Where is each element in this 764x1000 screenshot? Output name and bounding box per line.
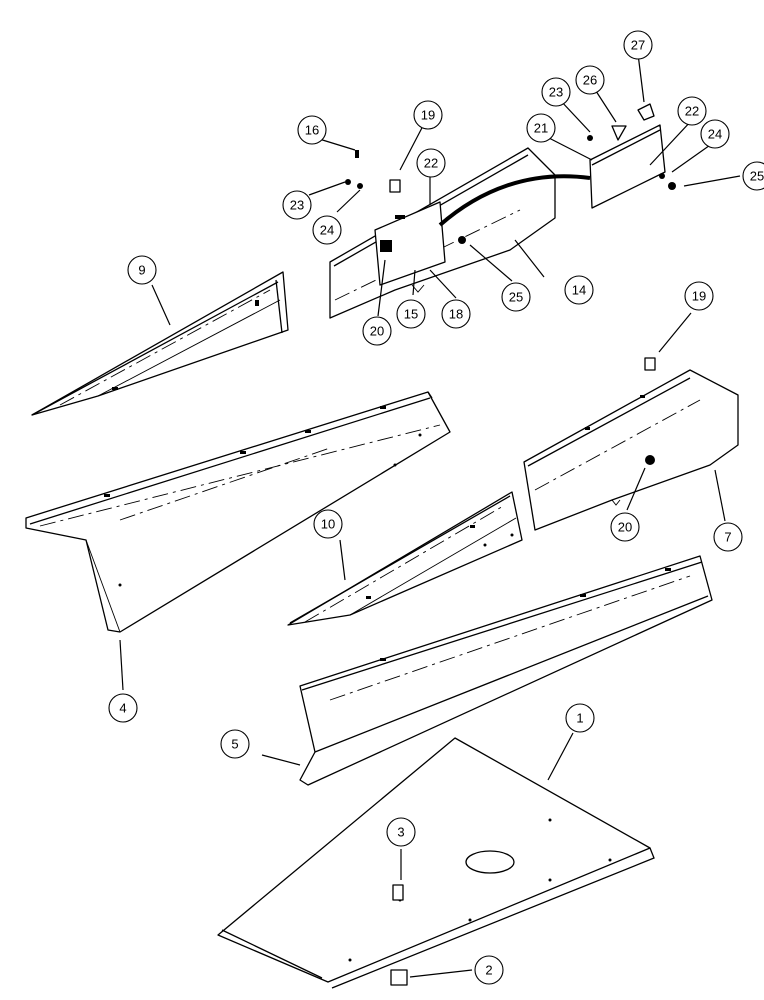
callout-26: 26: [575, 65, 605, 95]
callout-1: 1: [565, 703, 595, 733]
callout-label: 5: [231, 737, 238, 752]
part-1-plate: [217, 737, 655, 989]
callout-label: 14: [572, 283, 586, 298]
callout-21: 21: [526, 113, 556, 143]
callout-balloons: 9410513272019142518152022191623242123262…: [108, 30, 764, 985]
callout-circle: [386, 817, 416, 847]
callout-circle: [441, 299, 471, 329]
callout-label: 27: [631, 38, 645, 53]
callout-2: 2: [474, 955, 504, 985]
callout-circle: [501, 282, 531, 312]
callout-label: 25: [750, 169, 764, 184]
callout-circle: [700, 119, 730, 149]
callout-label: 21: [534, 121, 548, 136]
callout-circle: [541, 77, 571, 107]
callout-circle: [297, 115, 327, 145]
callout-label: 24: [320, 223, 334, 238]
callout-label: 9: [138, 263, 145, 278]
callout-23a: 23: [282, 190, 312, 220]
callout-circle: [742, 161, 764, 191]
callout-circle: [564, 275, 594, 305]
part-9-shield: [31, 271, 289, 416]
callout-circle: [108, 693, 138, 723]
callout-23b: 23: [541, 77, 571, 107]
callout-27: 27: [623, 30, 653, 60]
callout-label: 22: [424, 156, 438, 171]
callout-circle: [282, 190, 312, 220]
callout-label: 15: [404, 307, 418, 322]
callout-24a: 24: [312, 215, 342, 245]
callout-16: 16: [297, 115, 327, 145]
callout-label: 19: [692, 289, 706, 304]
callout-label: 4: [119, 701, 126, 716]
part-4-shield: [25, 391, 451, 633]
callout-label: 2: [485, 963, 492, 978]
callout-9: 9: [127, 255, 157, 285]
callout-label: 3: [397, 825, 404, 840]
callout-circle: [474, 955, 504, 985]
callout-circle: [565, 703, 595, 733]
callout-circle: [220, 729, 250, 759]
callout-circle: [575, 65, 605, 95]
callout-4: 4: [108, 693, 138, 723]
callout-circle: [396, 299, 426, 329]
callout-label: 23: [549, 85, 563, 100]
callout-label: 18: [449, 307, 463, 322]
callout-label: 20: [370, 324, 384, 339]
leader-lines: [119, 53, 741, 978]
callout-14: 14: [564, 275, 594, 305]
callout-5: 5: [220, 729, 250, 759]
callout-circle: [610, 512, 640, 542]
callout-label: 1: [576, 711, 583, 726]
part-7-shield: [523, 369, 739, 531]
callout-22b: 22: [677, 96, 707, 126]
callout-circle: [312, 215, 342, 245]
callout-22a: 22: [416, 148, 446, 178]
callout-20b: 20: [610, 512, 640, 542]
callout-circle: [313, 509, 343, 539]
callout-10: 10: [313, 509, 343, 539]
callout-label: 22: [685, 104, 699, 119]
callout-circle: [677, 96, 707, 126]
callout-label: 7: [724, 530, 731, 545]
callout-circle: [416, 148, 446, 178]
callout-24b: 24: [700, 119, 730, 149]
assembly-arrow: [438, 174, 591, 227]
callout-label: 20: [618, 520, 632, 535]
callout-19b: 19: [684, 281, 714, 311]
callout-18: 18: [441, 299, 471, 329]
callout-15: 15: [396, 299, 426, 329]
callout-label: 16: [305, 123, 319, 138]
callout-25b: 25: [742, 161, 764, 191]
callout-label: 10: [321, 517, 335, 532]
callout-label: 24: [708, 127, 722, 142]
callout-circle: [684, 281, 714, 311]
callout-19a: 19: [413, 100, 443, 130]
callout-circle: [362, 316, 392, 346]
hardware: [345, 103, 676, 986]
callout-label: 26: [583, 73, 597, 88]
part-5-shield: [299, 555, 713, 786]
callout-20a: 20: [362, 316, 392, 346]
callout-circle: [127, 255, 157, 285]
callout-circle: [623, 30, 653, 60]
callout-3: 3: [386, 817, 416, 847]
callout-7: 7: [713, 522, 743, 552]
callout-label: 19: [421, 108, 435, 123]
callout-25a: 25: [501, 282, 531, 312]
callout-circle: [413, 100, 443, 130]
part-21-plate: [589, 124, 666, 209]
callout-label: 25: [509, 290, 523, 305]
part-10-shield: [287, 491, 523, 626]
callout-circle: [713, 522, 743, 552]
callout-circle: [526, 113, 556, 143]
callout-label: 23: [290, 198, 304, 213]
